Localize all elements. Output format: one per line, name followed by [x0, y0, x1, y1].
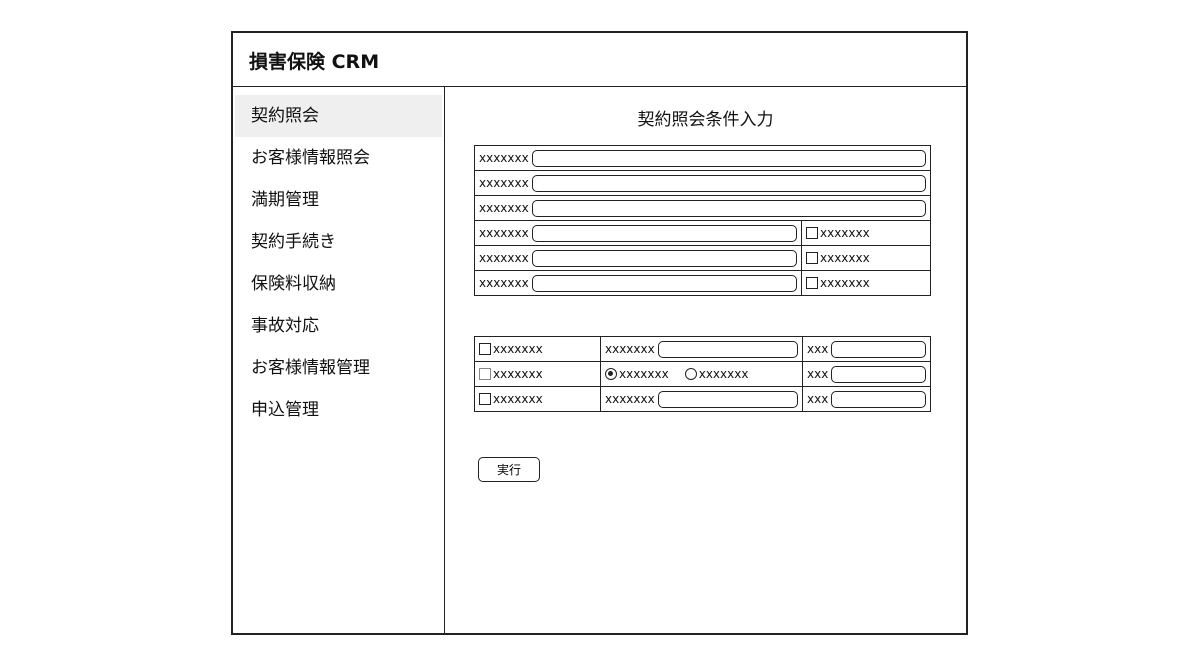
checkbox-cell: xxxxxxx	[801, 220, 931, 246]
form-row: xxxxxxx xxxxxxx xxxxxxx xxx	[474, 361, 931, 387]
form-row: xxxxxxx xxxxxxx	[474, 245, 931, 271]
field-label: xxxxxxx	[479, 226, 529, 240]
radio-button-selected[interactable]	[605, 368, 617, 380]
checkbox[interactable]	[806, 277, 818, 289]
app-header: 損害保険 CRM	[233, 33, 966, 87]
radio-label: xxxxxxx	[698, 367, 749, 381]
form-cell: xxxxxxx	[474, 245, 802, 271]
form-cell: xxxxxxx	[474, 170, 931, 196]
sidebar-item-customer-management[interactable]: お客様情報管理	[251, 358, 370, 378]
search-conditions-table: xxxxxxx xxxxxxx xxxxxxx xxxxxxx	[474, 145, 931, 296]
text-input[interactable]	[531, 174, 926, 192]
form-cell: xxxxxxx	[474, 220, 802, 246]
form-cell: xxx	[802, 336, 931, 362]
app-window: 損害保険 CRM 契約照会 お客様情報照会 満期管理 契約手続き 保険料収納 事…	[231, 31, 968, 635]
run-button[interactable]: 実行	[478, 457, 540, 482]
checkbox-label: xxxxxxx	[820, 276, 870, 290]
form-cell: xxx	[802, 361, 931, 387]
form-cell: xxx	[802, 386, 931, 412]
sidebar-item-contract-procedures[interactable]: 契約手続き	[251, 232, 336, 252]
page-title: 契約照会条件入力	[637, 110, 774, 130]
sidebar: 契約照会 お客様情報照会 満期管理 契約手続き 保険料収納 事故対応 お客様情報…	[233, 87, 445, 633]
form-row: xxxxxxx	[474, 145, 931, 171]
form-cell: xxxxxxx	[474, 195, 931, 221]
sidebar-item-application-management[interactable]: 申込管理	[251, 400, 319, 420]
sidebar-item-accident-handling[interactable]: 事故対応	[251, 316, 319, 336]
text-input[interactable]	[531, 149, 926, 167]
form-row: xxxxxxx xxxxxxx	[474, 220, 931, 246]
field-label: xxxxxxx	[479, 251, 529, 265]
checkbox-label: xxxxxxx	[493, 367, 543, 381]
options-table: xxxxxxx xxxxxxx xxx xxxxxxx xx	[474, 336, 931, 412]
form-row: xxxxxxx xxxxxxx	[474, 270, 931, 296]
main-content: 契約照会条件入力 xxxxxxx xxxxxxx xxxxxxx	[445, 87, 966, 633]
text-input[interactable]	[531, 249, 797, 267]
text-input[interactable]	[531, 274, 797, 292]
checkbox-cell: xxxxxxx	[474, 361, 601, 387]
text-input[interactable]	[831, 365, 926, 383]
text-input[interactable]	[657, 390, 798, 408]
checkbox-label: xxxxxxx	[820, 226, 870, 240]
field-label: xxxxxxx	[605, 392, 655, 406]
text-input[interactable]	[657, 340, 798, 358]
radio-cell: xxxxxxx xxxxxxx	[600, 361, 803, 387]
text-input[interactable]	[831, 340, 926, 358]
field-label: xxx	[807, 342, 829, 356]
checkbox[interactable]	[806, 227, 818, 239]
field-label: xxxxxxx	[479, 151, 529, 165]
text-input[interactable]	[531, 199, 926, 217]
form-cell: xxxxxxx	[474, 145, 931, 171]
form-row: xxxxxxx	[474, 170, 931, 196]
radio-button[interactable]	[684, 368, 697, 380]
field-label: xxxxxxx	[479, 276, 529, 290]
text-input[interactable]	[531, 224, 797, 242]
checkbox-cell: xxxxxxx	[801, 270, 931, 296]
form-row: xxxxxxx	[474, 195, 931, 221]
field-label: xxx	[807, 392, 829, 406]
text-input[interactable]	[831, 390, 926, 408]
sidebar-item-premium-collection[interactable]: 保険料収納	[251, 274, 336, 294]
checkbox-cell: xxxxxxx	[474, 336, 601, 362]
form-cell: xxxxxxx	[600, 386, 803, 412]
field-label: xxx	[807, 367, 829, 381]
app-title: 損害保険 CRM	[249, 51, 380, 73]
form-cell: xxxxxxx	[600, 336, 803, 362]
form-cell: xxxxxxx	[474, 270, 802, 296]
sidebar-item-contract-inquiry[interactable]: 契約照会	[235, 95, 442, 137]
field-label: xxxxxxx	[605, 342, 655, 356]
checkbox-cell: xxxxxxx	[801, 245, 931, 271]
radio-label: xxxxxxx	[619, 367, 669, 381]
checkbox[interactable]	[479, 368, 491, 380]
checkbox[interactable]	[479, 343, 491, 355]
checkbox-label: xxxxxxx	[820, 251, 870, 265]
checkbox-cell: xxxxxxx	[474, 386, 601, 412]
checkbox[interactable]	[479, 393, 491, 405]
checkbox-label: xxxxxxx	[493, 392, 543, 406]
checkbox-label: xxxxxxx	[493, 342, 543, 356]
field-label: xxxxxxx	[479, 176, 529, 190]
form-row: xxxxxxx xxxxxxx xxx	[474, 386, 931, 412]
form-row: xxxxxxx xxxxxxx xxx	[474, 336, 931, 362]
field-label: xxxxxxx	[479, 201, 529, 215]
checkbox[interactable]	[806, 252, 818, 264]
sidebar-item-customer-inquiry[interactable]: お客様情報照会	[251, 148, 370, 168]
sidebar-item-maturity-management[interactable]: 満期管理	[251, 190, 319, 210]
